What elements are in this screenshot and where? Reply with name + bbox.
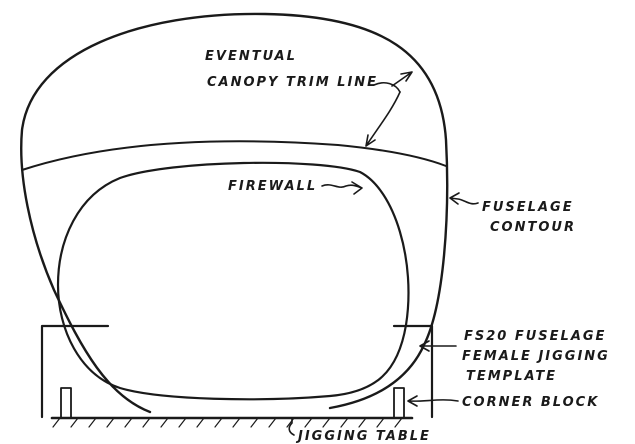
corner-block-right — [393, 387, 405, 419]
firewall-leader — [321, 181, 363, 195]
template-label-line1: FS20 FUSELAGE — [464, 329, 606, 344]
template-leader — [419, 340, 457, 352]
firewall-label: FIREWALL — [228, 179, 317, 194]
canopy-label-line1: EVENTUAL — [205, 49, 297, 64]
corner-block-left — [60, 387, 72, 419]
fuselage-contour — [20, 12, 449, 414]
corner-block-label: CORNER BLOCK — [462, 395, 599, 410]
canopy-leader-arrow-trim — [365, 91, 401, 147]
fuselage-contour-label-line1: FUSELAGE — [482, 200, 574, 215]
jigging-table-hatching — [52, 417, 403, 428]
firewall-outline — [56, 161, 410, 401]
template-label-line2: FEMALE JIGGING — [462, 349, 610, 364]
template-label-line3: TEMPLATE — [466, 369, 557, 384]
canopy-leader-arrow-contour — [391, 71, 413, 87]
canopy-label-line2: CANOPY TRIM LINE — [207, 75, 378, 90]
canopy-leader — [373, 82, 401, 93]
fuselage-contour-label-line2: CONTOUR — [490, 220, 576, 235]
corner-block-leader — [407, 395, 459, 407]
jigging-table-label: JIGGING TABLE — [295, 429, 431, 444]
canopy-trim-line — [21, 140, 447, 171]
jigging-table-leader — [288, 418, 295, 436]
fuselage-contour-leader — [449, 192, 479, 205]
